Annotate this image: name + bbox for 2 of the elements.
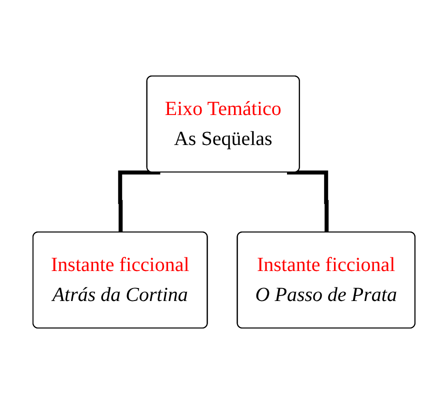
connector [118,170,160,232]
connector [287,170,329,232]
